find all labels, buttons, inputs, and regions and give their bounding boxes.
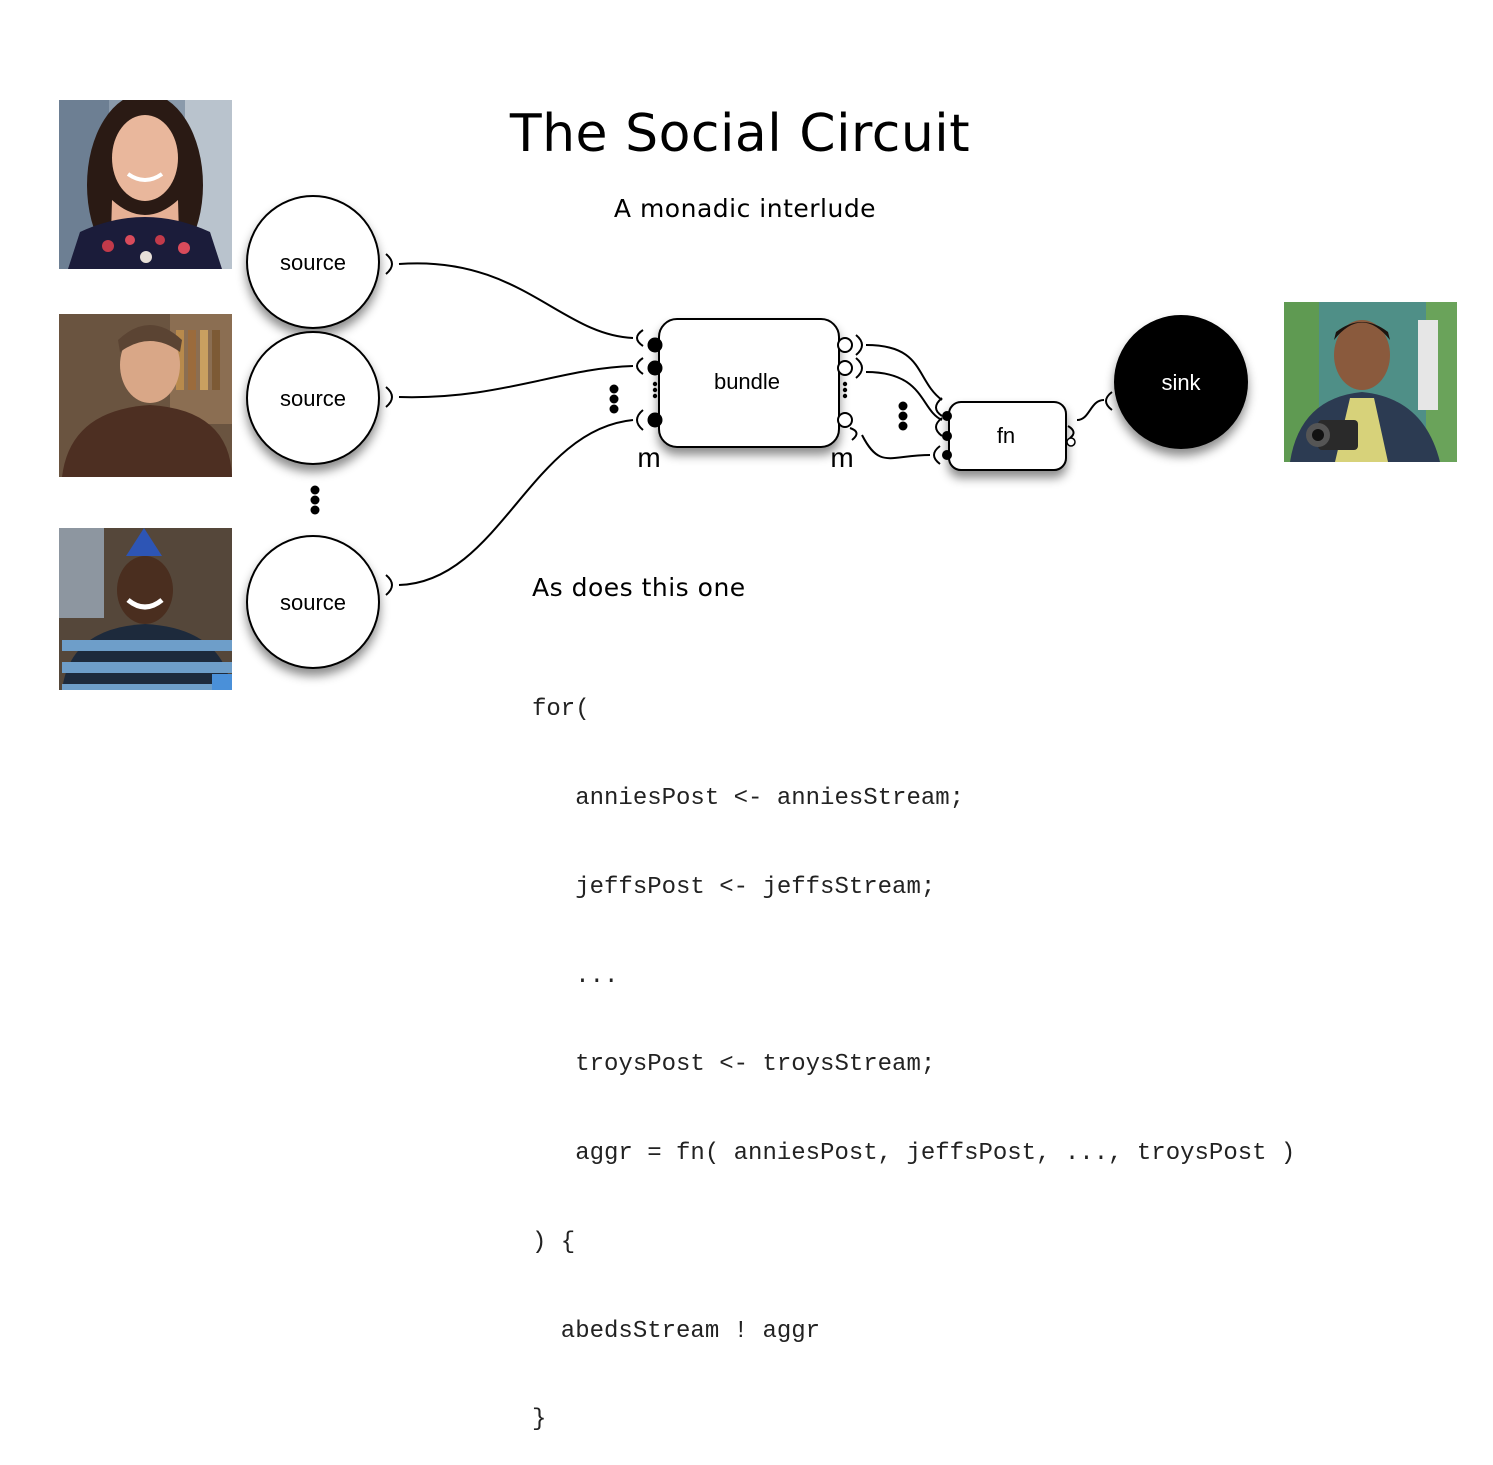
code-caption: As does this one: [532, 573, 746, 602]
jeff-photo: [59, 314, 232, 477]
sink-label: sink: [1161, 370, 1201, 395]
wires: [398, 262, 1105, 586]
bundle-input-ellipsis: [609, 384, 619, 414]
source-ellipsis: [310, 485, 320, 515]
wire-bundle-fn-1: [865, 344, 943, 401]
circuit-diagram: source source source bundle: [59, 100, 1457, 690]
bundle-node: bundle: [636, 318, 863, 448]
sink-port: [1105, 391, 1113, 411]
source-node-2: source: [246, 331, 393, 465]
source-label: source: [280, 250, 346, 275]
sink-node: sink: [1105, 315, 1248, 449]
abed-photo: [1284, 302, 1457, 462]
wire-bundle-fn-3: [861, 434, 931, 460]
wire-source1-bundle: [398, 262, 634, 339]
wire-bundle-fn-2: [865, 371, 943, 421]
slide-title: The Social Circuit: [509, 104, 971, 164]
source-node-3: source: [246, 535, 393, 669]
source-port: [385, 574, 393, 596]
code-block: for( anniesPost <- anniesStream; jeffsPo…: [532, 636, 1295, 1465]
slide-subtitle: A monadic interlude: [613, 194, 877, 223]
troy-photo: [59, 528, 232, 690]
code-line: troysPost <- troysStream;: [532, 1051, 936, 1079]
fn-node: fn: [933, 397, 1076, 471]
code-line: }: [532, 1406, 547, 1434]
monad-label-in: m: [637, 442, 660, 473]
code-line: ) {: [532, 1228, 576, 1256]
code-line: abedsStream ! aggr: [532, 1317, 821, 1345]
fn-label: fn: [997, 423, 1015, 448]
wire-source3-bundle: [398, 419, 634, 586]
source-label: source: [280, 590, 346, 615]
bundle-output-ellipsis: [898, 401, 908, 431]
code-line: ...: [532, 962, 619, 990]
code-line: jeffsPost <- jeffsStream;: [532, 873, 936, 901]
source-port: [385, 253, 393, 275]
source-port: [385, 386, 393, 408]
source-node-1: source: [246, 195, 393, 329]
bundle-label: bundle: [714, 369, 780, 394]
bundle-input-ports: [636, 329, 644, 431]
code-line: anniesPost <- anniesStream;: [532, 784, 965, 812]
code-line: for(: [532, 696, 590, 724]
source-label: source: [280, 386, 346, 411]
code-line: aggr = fn( anniesPost, jeffsPost, ..., t…: [532, 1140, 1296, 1168]
wire-fn-sink: [1076, 399, 1105, 421]
wire-source2-bundle: [398, 365, 634, 399]
annie-photo: [59, 100, 232, 269]
bundle-output-ports: [837, 337, 853, 428]
monad-label-out: m: [830, 442, 853, 473]
